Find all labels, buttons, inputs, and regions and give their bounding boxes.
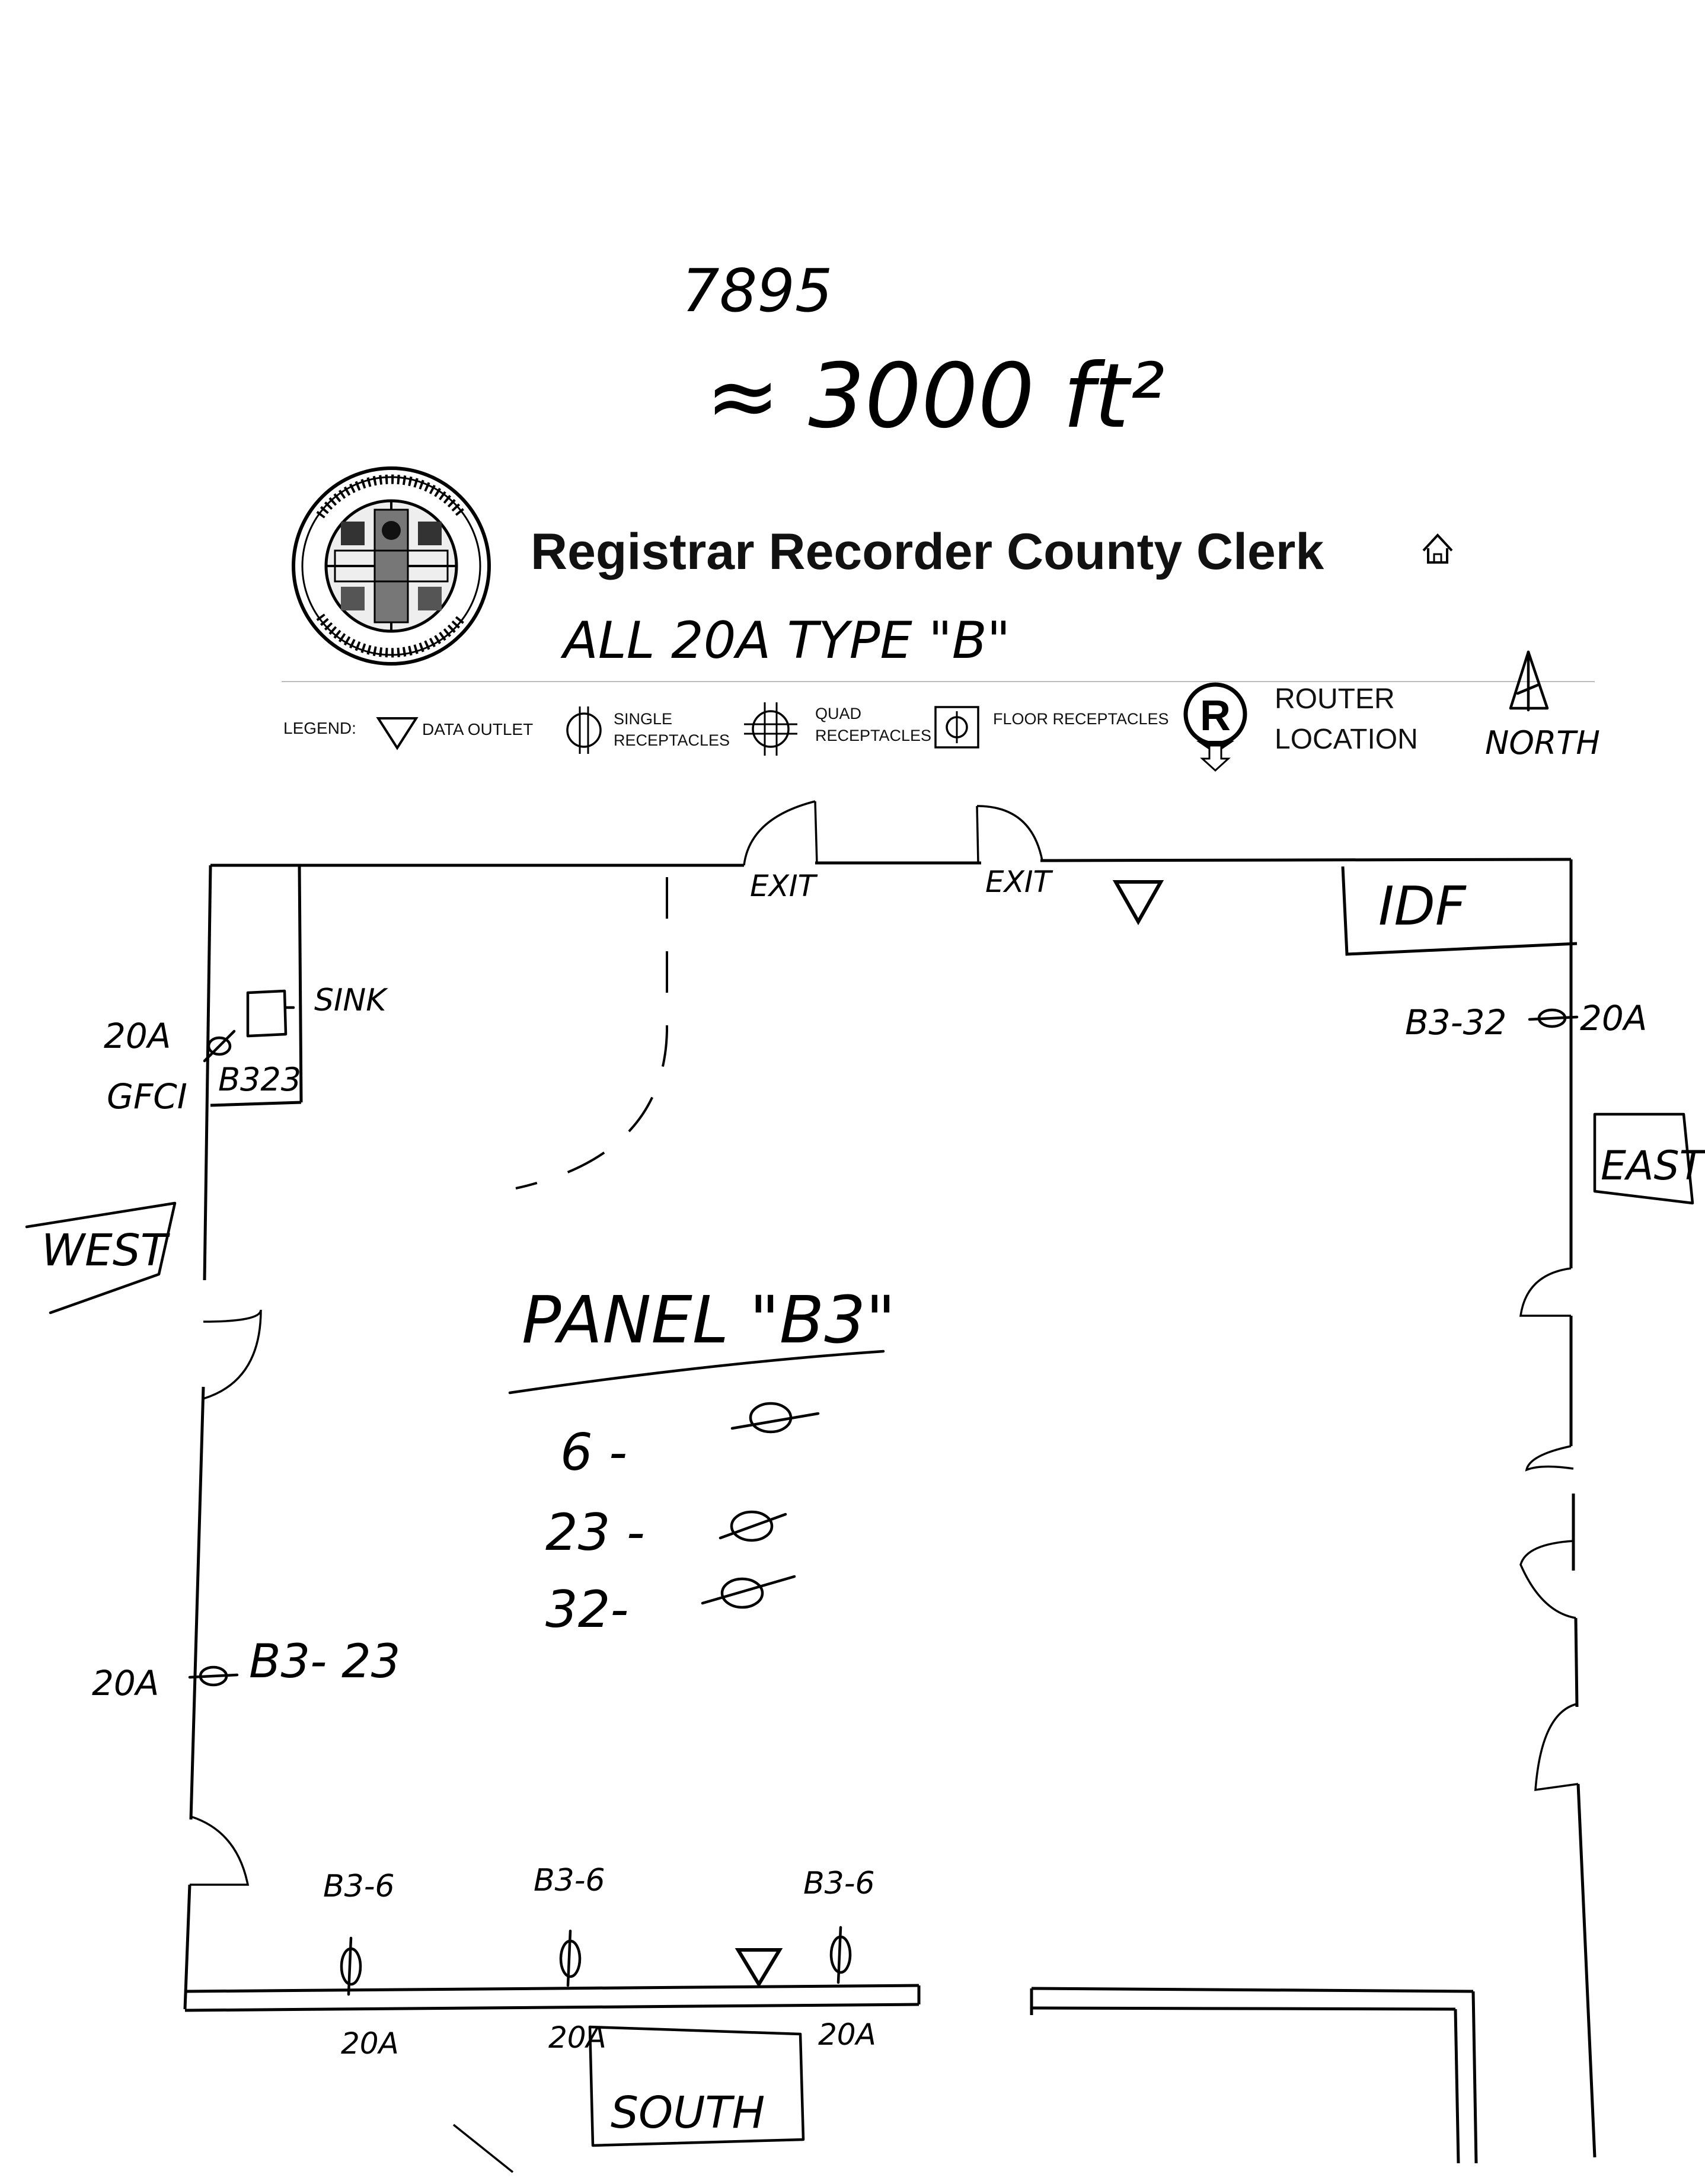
idf-label: IDF [1378,875,1467,938]
panel-circuit-1: 6 - [560,1423,627,1482]
south-box [588,2025,805,2147]
floor-receptacle-icon [934,706,979,749]
page-title: Registrar Recorder County Clerk [531,523,1324,580]
west-door-upper [203,1309,262,1400]
east-box [1593,1112,1694,1205]
legend-quad-line1: QUAD [815,705,861,722]
east-circuit-amps: 20A [1580,998,1647,1038]
south-outlet-3-amps: 20A [818,2017,876,2052]
legend-single-line1: SINGLE [614,710,672,728]
panel-circuit-3: 32- [545,1580,628,1639]
legend-router-line1: ROUTER [1275,683,1395,715]
legend: LEGEND: DATA OUTLET SINGLE RECEPTACLES Q… [283,650,1600,772]
sink-circuit-id: B323 [218,1061,301,1098]
legend-label: LEGEND: [283,719,356,737]
area-note: ≈ 3000 ft² [705,345,1165,448]
legend-quad-line2: RECEPTACLES [815,727,931,744]
sink-circuit-type: GFCI [107,1076,187,1117]
east-door-1 [1519,1267,1572,1317]
single-receptacle-icon [566,706,602,754]
exit-door-1 [743,800,818,866]
exit-label-2: EXIT [985,865,1053,899]
sink-circuit-amps: 20A [104,1016,171,1056]
county-seal-logo [292,466,491,666]
legend-data-outlet-text: DATA OUTLET [422,720,533,738]
data-outlet-top [1112,880,1164,926]
panel-receptacle-symbols [701,1402,820,1609]
south-outlet-2-amps: 20A [548,2020,606,2055]
panel-title: PANEL "B3" [522,1282,896,1358]
north-arrow-icon [1509,650,1549,712]
receptacle-south-1 [340,1936,362,1996]
router-icon: R [1183,682,1247,772]
quad-receptacle-icon [744,702,797,756]
west-circuit-amps: 20A [92,1663,159,1703]
router-symbol: R [1200,692,1231,740]
pen-mark [452,2124,514,2173]
north-label: NORTH [1485,724,1600,762]
panel-circuit-2: 23 - [545,1503,645,1562]
receptacle-west [188,1665,239,1687]
south-outlet-1-amps: 20A [341,2026,399,2061]
east-label: EAST [1601,1143,1705,1189]
east-circuit-id: B3-32 [1405,1002,1506,1043]
south-outlet-1-circuit: B3-6 [323,1869,395,1904]
west-door-lower [190,1815,250,1886]
data-outlet-south [735,1948,783,1988]
type-note: ALL 20A TYPE "B" [560,611,1010,670]
south-outlet-2-circuit: B3-6 [534,1863,605,1898]
idf-room [1341,866,1578,956]
south-outlet-3-circuit: B3-6 [803,1866,875,1901]
east-door-3 [1519,1540,1576,1619]
receptacle-south-2 [559,1929,582,1987]
legend-floor-text: FLOOR RECEPTACLES [993,710,1169,728]
receptacle-east [1528,1008,1579,1028]
floor-plan [183,800,1597,2164]
panel-underline [508,1350,885,1395]
data-outlet-icon [376,717,419,750]
west-label: WEST [41,1225,171,1276]
receptacle-sink [203,1029,236,1063]
sink-fixture [246,989,288,1038]
job-number: 7895 [682,256,833,325]
receptacle-south-3 [829,1926,852,1984]
south-label: SOUTH [611,2087,765,2138]
sink-label: SINK [314,983,388,1018]
legend-router-line2: LOCATION [1275,724,1418,755]
home-icon [1422,533,1453,564]
dashed-partition [515,877,668,1189]
west-box [25,1201,177,1315]
exit-label-1: EXIT [750,869,818,903]
east-door-4 [1534,1703,1579,1792]
west-circuit-id: B3- 23 [249,1635,400,1689]
east-door-2 [1525,1445,1574,1472]
legend-single-line2: RECEPTACLES [614,731,730,749]
exit-door-2 [976,805,1043,864]
